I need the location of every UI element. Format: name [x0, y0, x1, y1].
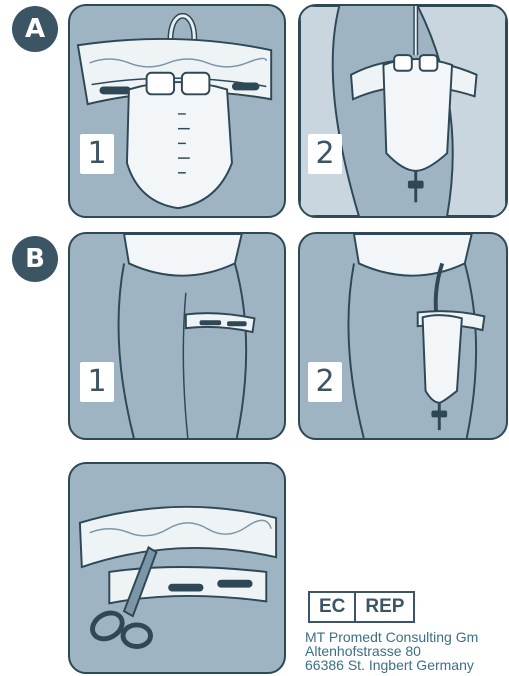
strap-bag-illustration — [300, 234, 506, 438]
panel-a2-bag-on-leg: 2 — [298, 4, 508, 218]
section-b-badge: B — [12, 236, 58, 282]
leg-bag-illustration — [300, 6, 506, 216]
step-number: 1 — [80, 362, 114, 402]
panel-b2-bag-on-strap: 2 — [298, 232, 508, 440]
step-number: 1 — [80, 134, 114, 174]
representative-street: Altenhofstrasse 80 — [305, 644, 478, 658]
section-a-badge: A — [12, 6, 58, 52]
ec-rep-rep-text: REP — [354, 593, 413, 621]
belt-bag-illustration — [70, 6, 284, 216]
representative-city: 66386 St. Ingbert Germany — [305, 658, 478, 672]
representative-address: MT Promedt Consulting Gm Altenhofstrasse… — [305, 630, 478, 672]
ec-rep-ec-text: EC — [310, 593, 354, 621]
panel-a1-belt-with-bag: 1 — [68, 4, 286, 218]
step-number: 2 — [308, 362, 342, 402]
step-number: 2 — [308, 134, 342, 174]
thigh-strap-illustration — [70, 234, 284, 438]
panel-b1-thigh-strap: 1 — [68, 232, 286, 440]
panel-belt-trimming — [68, 462, 286, 674]
belt-scissors-illustration — [70, 464, 284, 672]
representative-name: MT Promedt Consulting Gm — [305, 630, 478, 644]
ec-rep-symbol: EC REP — [308, 591, 415, 623]
